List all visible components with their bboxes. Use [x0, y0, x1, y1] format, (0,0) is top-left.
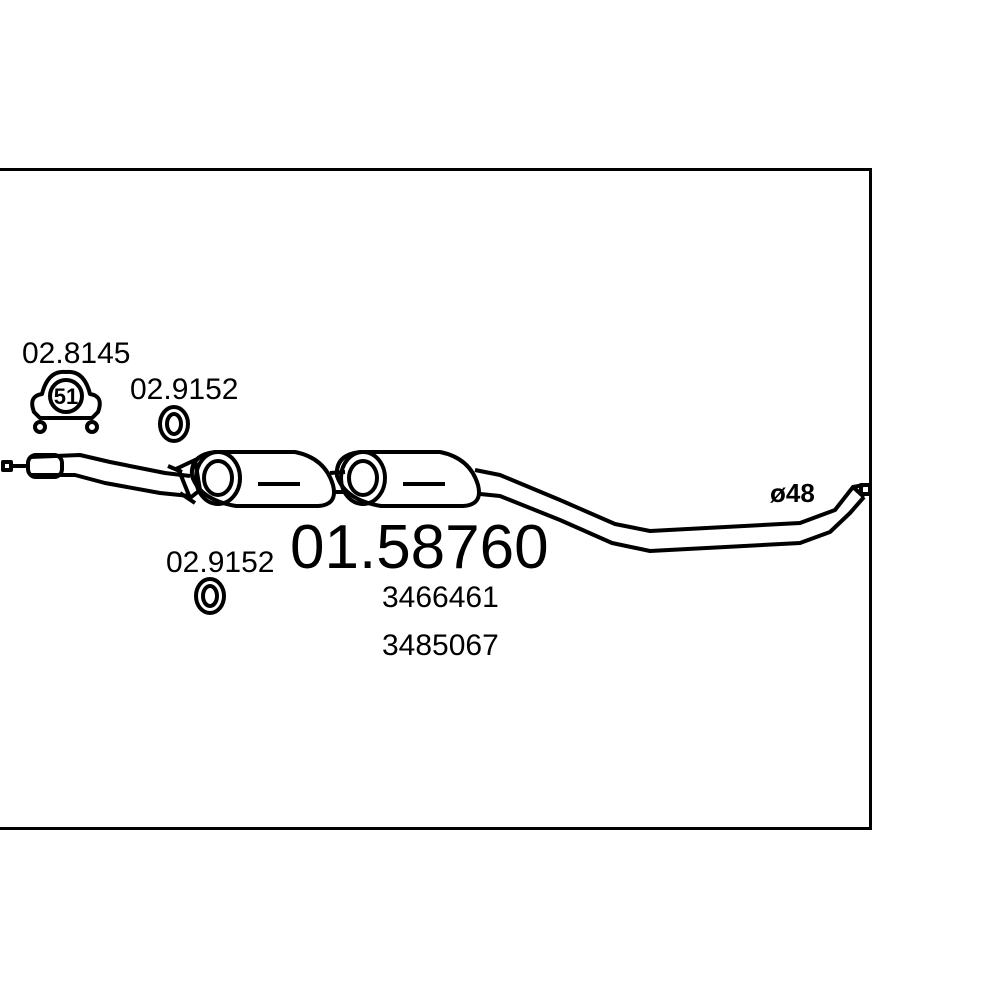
gasket-ring-icon	[194, 577, 226, 615]
gasket-ring-icon	[158, 405, 190, 443]
exhaust-pipe-outlet	[474, 468, 872, 553]
muffler-front	[189, 450, 336, 508]
clamp-size-label: 51	[54, 384, 78, 409]
exhaust-pipe-inlet	[1, 453, 191, 498]
diagram-frame	[0, 168, 872, 830]
clamp-part-number: 02.8145	[22, 337, 130, 370]
oe-number: 3466461	[382, 581, 499, 614]
oe-number: 3485067	[382, 629, 499, 662]
pipe-diameter-label: ø48	[770, 478, 815, 508]
gasket-part-number: 02.9152	[166, 546, 274, 579]
muffler-rear	[334, 450, 481, 508]
clamp-icon	[30, 369, 102, 434]
main-part-number: 01.58760	[290, 513, 549, 582]
gasket-part-number: 02.9152	[130, 373, 238, 406]
